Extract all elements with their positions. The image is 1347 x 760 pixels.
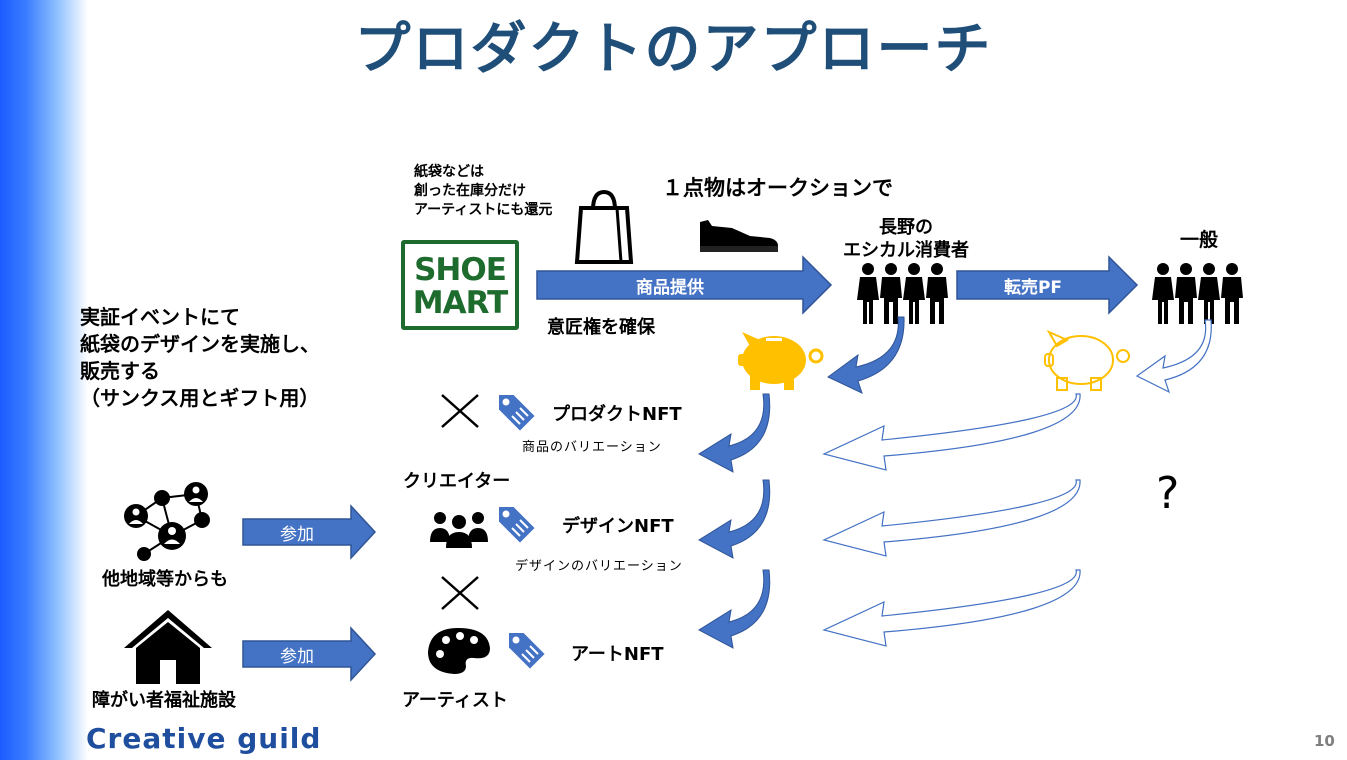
question-mark: ? <box>1156 468 1180 519</box>
welfare-facility-label: 障がい者福祉施設 <box>92 690 236 711</box>
nagano-line: エシカル消費者 <box>843 240 969 261</box>
piggy-bank-outline-icon <box>1044 329 1130 391</box>
product-supply-label: 商品提供 <box>636 278 704 298</box>
design-nft-label: デザインNFT <box>562 516 674 537</box>
shoe-icon <box>700 220 778 252</box>
resale-platform-arrow <box>956 255 1139 315</box>
bag-note-line: 創った在庫分だけ <box>414 183 526 199</box>
people-group-nagano-icon <box>857 263 948 324</box>
shoe-mart-logo: SHOE MART <box>401 240 519 330</box>
team-icon <box>430 512 488 548</box>
nagano-label: 長野の エシカル消費者 <box>836 216 976 262</box>
art-nft-label: アートNFT <box>571 644 664 665</box>
artist-label: アーティスト <box>402 690 508 711</box>
cross-icon <box>441 394 479 428</box>
page-number: 10 <box>1314 732 1335 750</box>
join-label-1: 参加 <box>280 525 314 545</box>
shoe-mart-logo-line2: MART <box>412 285 508 321</box>
curved-arrow-to-design-nft <box>697 479 771 559</box>
network-people-icon <box>124 482 210 561</box>
join-arrow-1 <box>242 504 377 560</box>
tag-icon <box>507 631 548 672</box>
people-group-general-icon <box>1152 263 1243 324</box>
curved-arrow-to-art-nft <box>697 569 771 649</box>
event-line: 紙袋のデザインを実施し、 <box>80 332 320 356</box>
bag-note: 紙袋などは 創った在庫分だけ アーティストにも還元 <box>414 163 552 220</box>
event-line: （サンクス用とギフト用） <box>80 386 320 410</box>
long-outline-arrow-1 <box>822 393 1081 471</box>
event-description: 実証イベントにて 紙袋のデザインを実施し、 販売する （サンクス用とギフト用） <box>80 304 320 412</box>
palette-icon <box>428 628 490 674</box>
bag-note-line: アーティストにも還元 <box>414 202 553 218</box>
creator-label: クリエイター <box>403 471 511 492</box>
design-right-text: 意匠権を確保 <box>547 317 655 338</box>
product-variation-label: 商品のバリエーション <box>522 440 662 455</box>
nagano-line: 長野の <box>879 217 933 238</box>
resale-platform-label: 転売PF <box>1003 278 1063 298</box>
long-outline-arrow-3 <box>822 569 1081 647</box>
event-line: 販売する <box>80 359 160 383</box>
event-line: 実証イベントにて <box>80 305 240 329</box>
page-title: プロダクトのアプローチ <box>354 17 993 82</box>
join-arrow-2 <box>242 626 377 682</box>
join-label-2: 参加 <box>280 647 314 667</box>
bag-note-line: 紙袋などは <box>414 164 484 180</box>
curved-outline-arrow-to-piggy <box>1135 319 1212 394</box>
tag-icon <box>497 393 538 434</box>
cross-icon <box>441 576 479 610</box>
creative-guild-logo: Creative guild <box>86 722 322 755</box>
general-label: 一般 <box>1180 229 1219 251</box>
shopping-bag-icon <box>574 189 634 264</box>
long-outline-arrow-2 <box>822 479 1081 557</box>
curved-arrow-to-piggy <box>827 316 905 394</box>
other-regions-label: 他地域等からも <box>102 569 228 590</box>
tag-icon <box>497 505 538 546</box>
design-variation-label: デザインのバリエーション <box>515 559 683 574</box>
piggy-bank-gold-icon <box>738 332 824 390</box>
house-icon <box>124 610 212 684</box>
auction-note: １点物はオークションで <box>662 176 893 200</box>
shoe-mart-logo-line1: SHOE <box>414 252 507 288</box>
product-nft-label: プロダクトNFT <box>552 404 682 425</box>
side-gradient-bar <box>0 0 88 760</box>
curved-arrow-to-product-nft <box>697 393 771 473</box>
product-supply-arrow <box>536 255 833 315</box>
